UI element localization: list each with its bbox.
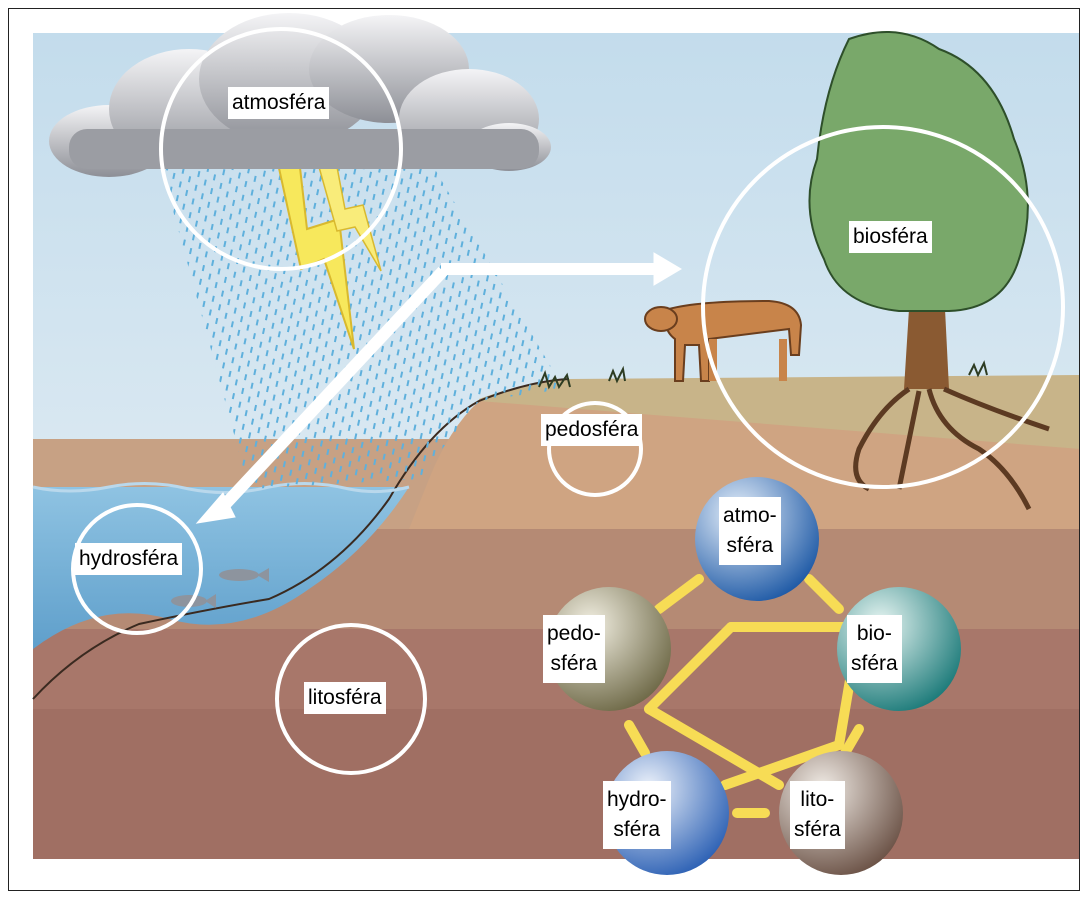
fish xyxy=(171,568,269,608)
cycle-label-hydrosfera: hydro- sféra xyxy=(603,781,671,849)
cycle-bio-line1: bio- xyxy=(856,622,892,645)
cycle-lito-line2: sféra xyxy=(794,818,841,841)
sphere-rings xyxy=(71,27,1065,775)
cycle-lito-line1: lito- xyxy=(800,788,835,811)
label-pedosfera: pedosféra xyxy=(541,414,643,446)
cycle-label-litosfera: lito- sféra xyxy=(790,781,845,849)
cycle-label-biosfera: bio- sféra xyxy=(847,615,902,683)
cycle-hydro-line1: hydro- xyxy=(607,788,667,811)
flow-arrows xyxy=(195,252,682,524)
rain xyxy=(159,159,564,489)
label-biosfera: biosféra xyxy=(849,221,932,253)
storm-cloud xyxy=(49,13,551,177)
cycle-atmo-line1: atmo- xyxy=(723,504,777,527)
cycle-label-atmosfera: atmo- sféra xyxy=(719,497,781,565)
cycle-pedo-line2: sféra xyxy=(550,652,598,675)
cycle-label-pedosfera: pedo- sféra xyxy=(543,615,605,683)
cycle-bio-line2: sféra xyxy=(851,652,898,675)
earth-spheres-illustration xyxy=(32,13,1079,875)
cycle-pedo-line1: pedo- xyxy=(547,622,601,645)
diagram-frame: atmosféra biosféra pedosféra hydrosféra … xyxy=(8,8,1080,891)
sea xyxy=(33,487,409,649)
label-litosfera: litosféra xyxy=(304,682,386,714)
cycle-atmo-line2: sféra xyxy=(726,534,774,557)
label-atmosfera: atmosféra xyxy=(228,87,330,119)
cycle-hydro-line2: sféra xyxy=(613,818,661,841)
label-hydrosfera: hydrosféra xyxy=(75,543,183,575)
